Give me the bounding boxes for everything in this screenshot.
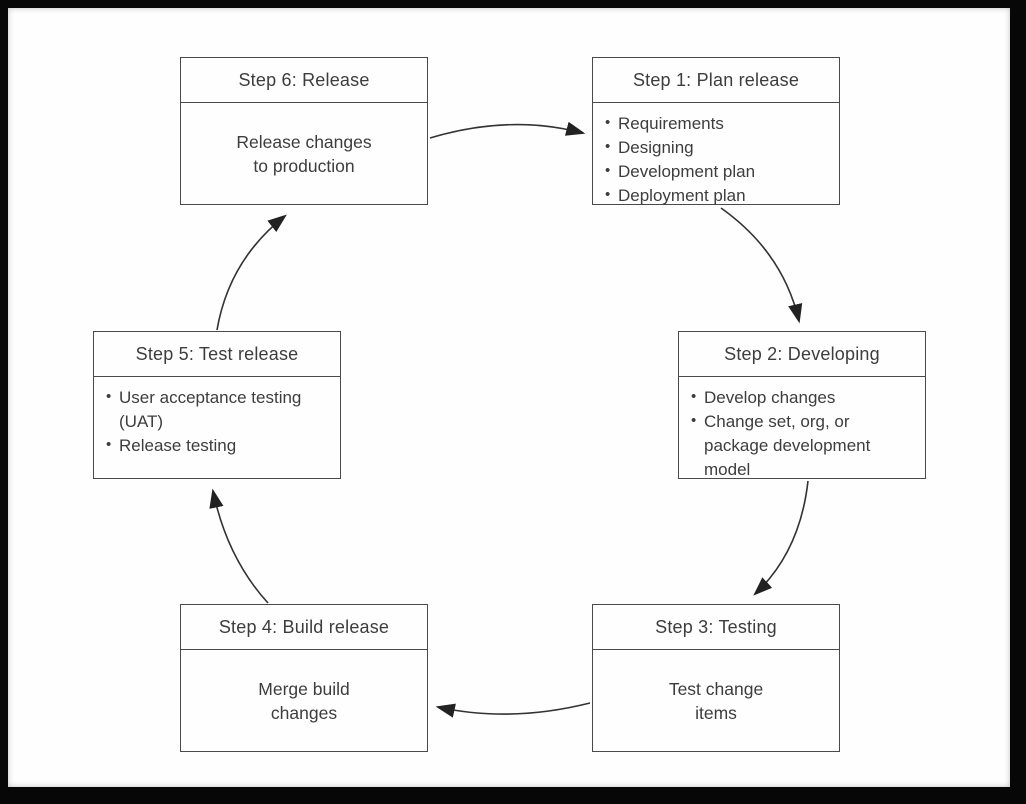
bullet-item: Development plan xyxy=(605,159,755,184)
step-1-items: RequirementsDesigningDevelopment planDep… xyxy=(605,111,755,208)
bullet-item: Release testing xyxy=(106,433,301,458)
step-4-text: Merge build changes xyxy=(258,678,350,723)
bullet-item: User acceptance testing (UAT) xyxy=(106,385,301,434)
step-5-title: Step 5: Test release xyxy=(94,332,340,377)
step-3-body: Test change items xyxy=(593,650,839,751)
step-4-box: Step 4: Build release Merge build change… xyxy=(180,604,428,752)
step-4-title: Step 4: Build release xyxy=(181,605,427,650)
step-2-title: Step 2: Developing xyxy=(679,332,925,377)
step-6-box: Step 6: Release Release changes to produ… xyxy=(180,57,428,205)
step-6-title: Step 6: Release xyxy=(181,58,427,103)
step-2-box: Step 2: Developing Develop changesChange… xyxy=(678,331,926,479)
bullet-item: Requirements xyxy=(605,111,755,136)
step-2-body: Develop changesChange set, org, or packa… xyxy=(679,377,925,488)
step-1-body: RequirementsDesigningDevelopment planDep… xyxy=(593,103,839,214)
step-3-title: Step 3: Testing xyxy=(593,605,839,650)
bullet-item: Change set, org, or package development … xyxy=(691,409,870,482)
step-5-body: User acceptance testing (UAT)Release tes… xyxy=(94,377,340,478)
step-2-items: Develop changesChange set, org, or packa… xyxy=(691,385,870,482)
bullet-item: Deployment plan xyxy=(605,183,755,208)
step-4-body: Merge build changes xyxy=(181,650,427,751)
step-3-text: Test change items xyxy=(668,678,764,723)
step-6-body: Release changes to production xyxy=(181,103,427,204)
step-5-items: User acceptance testing (UAT)Release tes… xyxy=(106,385,301,458)
step-3-box: Step 3: Testing Test change items xyxy=(592,604,840,752)
bullet-item: Develop changes xyxy=(691,385,870,410)
step-6-text: Release changes to production xyxy=(236,131,372,176)
step-1-box: Step 1: Plan release RequirementsDesigni… xyxy=(592,57,840,207)
bullet-item: Designing xyxy=(605,135,755,160)
step-5-box: Step 5: Test release User acceptance tes… xyxy=(93,331,341,479)
step-1-title: Step 1: Plan release xyxy=(593,58,839,103)
